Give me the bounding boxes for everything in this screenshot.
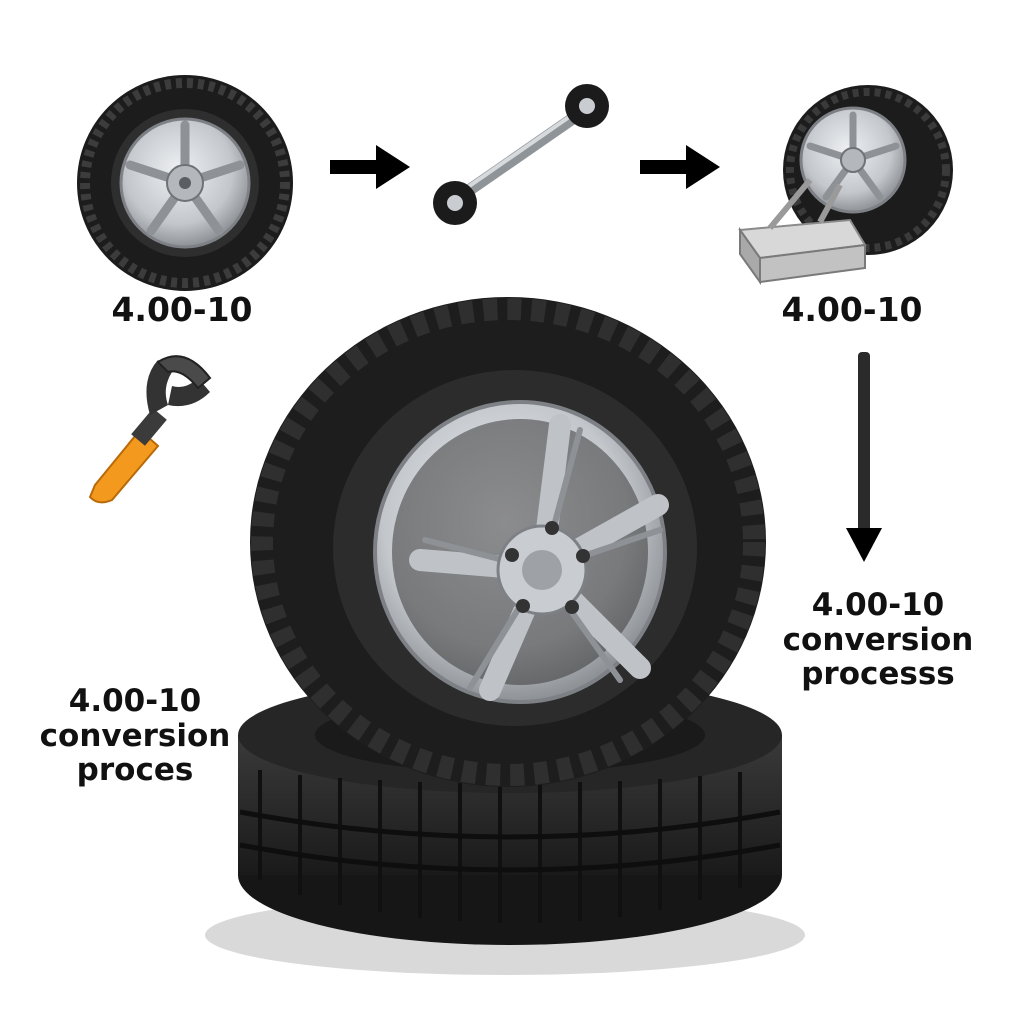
arrow-right-icon [640, 145, 720, 189]
wheel-on-stand-icon [738, 85, 953, 286]
tire-spoon-tool-icon [88, 355, 212, 504]
right-label-line: processs [801, 656, 955, 693]
right-label-line: conversion [782, 621, 974, 658]
left-label-line: 4.00-10 [68, 683, 202, 719]
right-conversion-label: 4.00-10 conversion processs [776, 588, 980, 692]
left-label-line: conversion [39, 717, 231, 754]
step1-size-label: 4.00-10 [111, 290, 253, 329]
arrow-down-icon [846, 352, 882, 562]
upright-tire [250, 297, 766, 787]
arrow-right-icon [330, 145, 410, 189]
left-label-line: proces [76, 752, 194, 789]
small-wheel-icon [77, 75, 293, 291]
left-conversion-label: 4.00-10 conversion proces [32, 684, 238, 788]
stacked-tires-icon [238, 297, 782, 945]
right-label-line: 4.00-10 [811, 587, 945, 623]
tie-rod-tool-icon [433, 84, 609, 225]
step3-size-label: 4.00-10 [781, 290, 923, 329]
